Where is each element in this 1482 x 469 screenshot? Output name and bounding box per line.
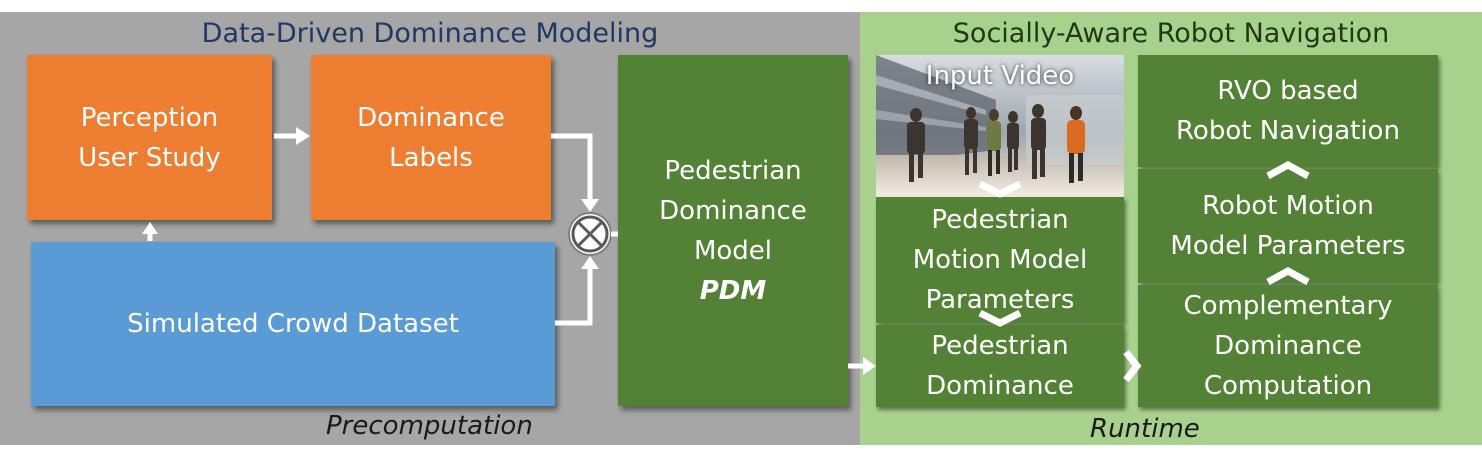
pedestrian-dominance-box: Pedestrian Dominance — [876, 325, 1124, 407]
perception-user-study-box: Perception User Study — [27, 55, 272, 220]
modeling-section-title: Data-Driven Dominance Modeling — [201, 18, 659, 49]
robot-motion-parameters-box: Robot Motion Model Parameters — [1138, 169, 1438, 283]
rvo-line-1: RVO based — [1217, 76, 1359, 106]
runtime-caption: Runtime — [1090, 414, 1200, 444]
rvo-robot-navigation-box: RVO based Robot Navigation — [1138, 55, 1438, 167]
model-line-1: Pedestrian — [664, 155, 802, 186]
pedestrian-motion-parameters-box: Pedestrian Motion Model Parameters — [876, 197, 1124, 323]
complementary-dominance-box: Complementary Dominance Computation — [1138, 285, 1438, 407]
ped-dominance-line-2: Dominance — [926, 371, 1074, 401]
model-line-3: Model — [693, 235, 773, 266]
input-video-thumbnail: Input Video — [876, 55, 1124, 197]
complementary-line-1: Complementary — [1183, 291, 1393, 321]
model-acronym: PDM — [699, 275, 767, 306]
perception-line-2: User Study — [78, 142, 221, 173]
complementary-line-2: Dominance — [1214, 331, 1362, 361]
model-line-2: Dominance — [659, 195, 807, 226]
complementary-line-3: Computation — [1203, 371, 1373, 401]
dataset-label: Simulated Crowd Dataset — [127, 309, 459, 339]
input-video-label: Input Video — [925, 61, 1075, 91]
precomputation-caption: Precomputation — [326, 411, 533, 441]
rvo-line-2: Robot Navigation — [1176, 116, 1400, 146]
navigation-section-title: Socially-Aware Robot Navigation — [952, 18, 1390, 49]
dominance-labels-box: Dominance Labels — [311, 55, 551, 220]
pedestrian-scene-image — [876, 55, 1124, 197]
robot-params-line-2: Model Parameters — [1170, 231, 1406, 261]
perception-line-1: Perception — [80, 102, 219, 133]
labels-line-2: Labels — [389, 142, 473, 173]
robot-params-line-1: Robot Motion — [1202, 191, 1374, 221]
ped-params-line-3: Parameters — [925, 285, 1075, 315]
ped-dominance-line-1: Pedestrian — [931, 331, 1069, 361]
labels-line-1: Dominance — [357, 102, 505, 133]
ped-params-line-2: Motion Model — [912, 245, 1088, 275]
simulated-crowd-dataset-box: Simulated Crowd Dataset — [31, 242, 555, 406]
pedestrian-dominance-model-box: Pedestrian Dominance Model PDM — [618, 55, 848, 406]
ped-params-line-1: Pedestrian — [931, 205, 1069, 235]
